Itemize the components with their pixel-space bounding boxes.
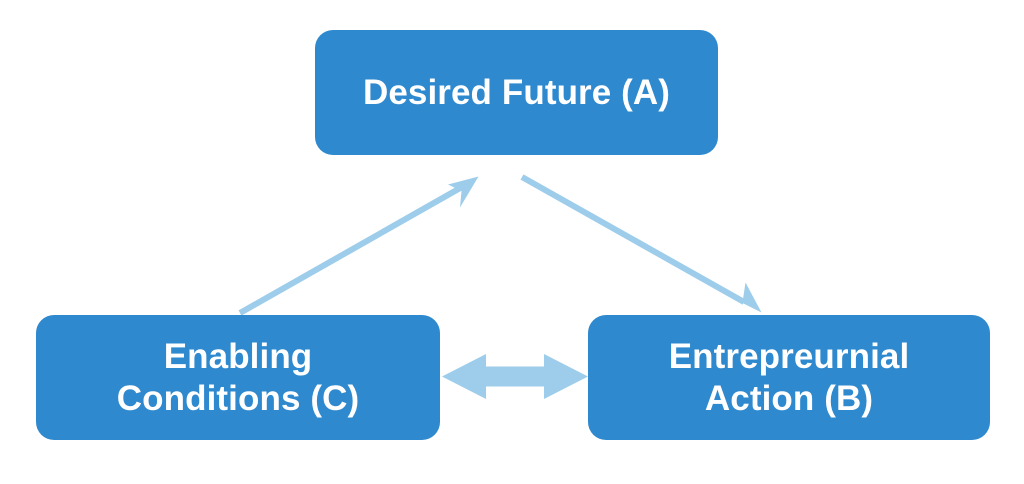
arrow-ab-head	[726, 282, 762, 313]
arrow-ca-shaft	[238, 184, 464, 316]
node-desired-future-label: Desired Future (A)	[362, 72, 671, 112]
node-enabling-conditions-label: Enabling Conditions (C)	[116, 337, 360, 418]
arrow-desired-future-to-entrepreneurial-action[interactable]	[520, 174, 762, 313]
node-enabling-conditions[interactable]: Enabling Conditions (C)	[36, 315, 440, 440]
arrow-ca-head	[448, 176, 479, 208]
arrow-enabling-conditions-entrepreneurial-action[interactable]	[442, 354, 588, 399]
node-entrepreneurial-action-label: Entrepreurnial Action (B)	[668, 337, 910, 418]
arrow-enabling-conditions-to-desired-future[interactable]	[238, 176, 479, 316]
node-desired-future[interactable]: Desired Future (A)	[315, 30, 718, 155]
arrow-ab-shaft	[520, 174, 746, 305]
node-entrepreneurial-action[interactable]: Entrepreurnial Action (B)	[588, 315, 990, 440]
double-arrow-shape	[442, 354, 588, 399]
